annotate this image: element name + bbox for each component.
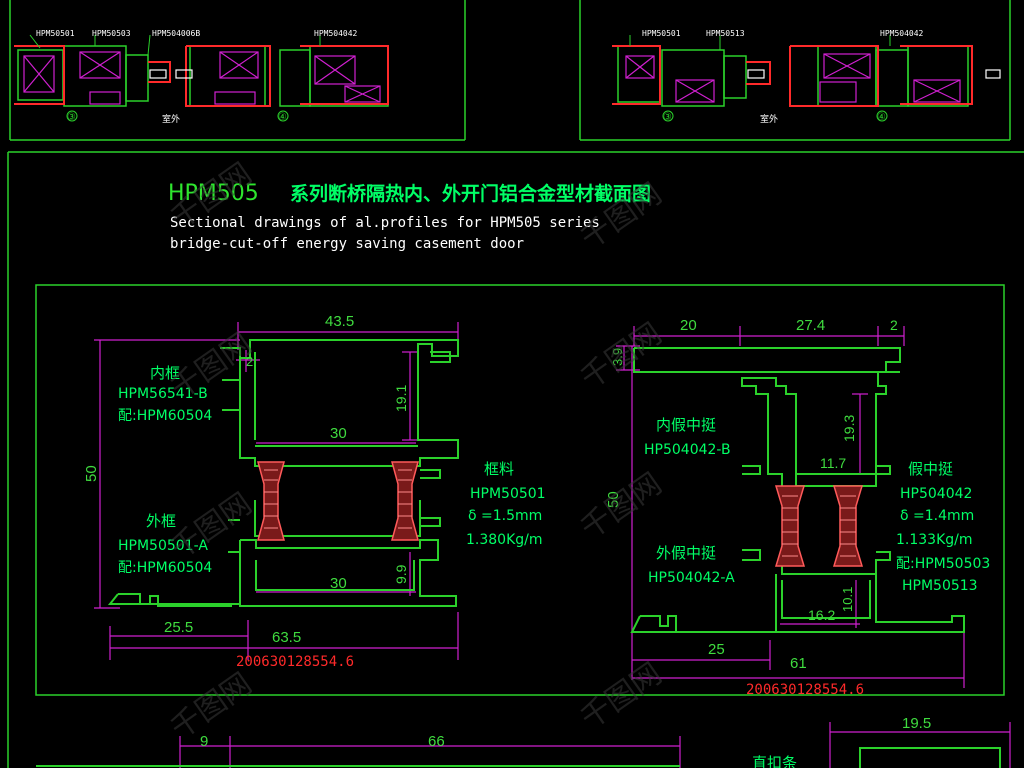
right-dim-top-height: 3.9 (610, 348, 625, 366)
right-profile-drawing: 20 27.4 2 3.9 19.3 11.7 50 16.2 10.1 25 … (605, 317, 990, 698)
left-spec-name: 框料 (484, 460, 514, 478)
left-dim-upper-width: 30 (330, 425, 347, 442)
watermark-6: 千图网 (575, 466, 669, 546)
left-dim-lower-width: 30 (330, 575, 347, 592)
right-dim-lower-width: 16.2 (808, 607, 835, 623)
watermark-5: 千图网 (165, 486, 259, 566)
tr-label-3: HPM504042 (880, 29, 924, 38)
watermark-4: 千图网 (575, 316, 669, 396)
left-dim-lower-height: 9.9 (393, 564, 409, 584)
tr-label-1: HPM50501 (642, 29, 681, 38)
left-spec-weight: 1.380Kg/m (466, 532, 543, 548)
right-spec-code: HP504042 (900, 486, 972, 502)
right-thermal-break (774, 485, 864, 567)
right-outer-false-mullion-name: 外假中挺 (656, 544, 716, 562)
title-block: HPM505 系列断桥隔热内、外开门铝合金型材截面图 Sectional dra… (168, 181, 651, 252)
left-inner-frame-name: 内框 (150, 364, 180, 382)
tl-label-1: HPM50501 (36, 29, 75, 38)
left-spec-thickness: δ =1.5mm (468, 508, 542, 524)
tr-circle-3: ③ (663, 112, 672, 123)
right-dim-left-bottom: 25 (708, 641, 725, 658)
left-inner-frame-fit: 配:HPM60504 (118, 408, 212, 424)
tr-circle-4: ④ (877, 112, 886, 123)
bottom-partial-drawing: 9 66 19.5 直扣条 (36, 715, 1011, 768)
left-dim-top-width: 43.5 (325, 313, 354, 330)
right-outer-false-mullion-code: HP504042-A (648, 570, 735, 586)
title-code: HPM505 (168, 181, 259, 206)
bottom-dim-left: 9 (200, 733, 208, 750)
tl-label-2: HPM50503 (92, 29, 131, 38)
top-left-assembly: HPM50501 HPM50503 HPM504006B HPM504042 ③… (14, 29, 389, 125)
right-spec-weight: 1.133Kg/m (896, 532, 973, 548)
top-right-assembly: HPM50501 HPM50513 HPM504042 ③ ④ 室外 (612, 29, 1001, 125)
tr-label-2: HPM50513 (706, 29, 745, 38)
bottom-dim-right: 19.5 (902, 715, 931, 732)
left-profile-drawing: 43.5 2 19.1 30 50 30 9.9 25.5 63.5 内框 HP… (83, 313, 546, 670)
left-dim-total-height: 50 (83, 465, 100, 482)
right-dim-mid-height: 19.3 (841, 415, 857, 442)
right-dim-total-height: 50 (605, 491, 622, 508)
right-dim-top-right: 2 (890, 317, 898, 333)
title-cn: 系列断桥隔热内、外开门铝合金型材截面图 (290, 182, 651, 205)
left-dim-upper-height: 19.1 (393, 385, 409, 412)
bottom-dim-mid: 66 (428, 733, 445, 750)
left-serial: 200630128554.6 (236, 654, 354, 670)
right-serial: 200630128554.6 (746, 682, 864, 698)
right-spec-name: 假中挺 (908, 460, 953, 478)
title-en-2: bridge-cut-off energy saving casement do… (170, 236, 524, 252)
right-spec-fit-1: 配:HPM50503 (896, 556, 990, 572)
left-inner-frame-code: HPM56541-B (118, 386, 208, 402)
left-dim-left-bottom: 25.5 (164, 619, 193, 636)
left-dim-total-width: 63.5 (272, 629, 301, 646)
left-outer-frame-fit: 配:HPM60504 (118, 560, 212, 576)
title-en-1: Sectional drawings of al.profiles for HP… (170, 215, 600, 231)
watermark-7: 千图网 (165, 666, 259, 746)
tl-circle-4: ④ (278, 112, 287, 123)
right-inner-false-mullion-code: HP504042-B (644, 442, 731, 458)
left-spec-code: HPM50501 (470, 486, 546, 502)
right-dim-mid-width: 11.7 (820, 455, 846, 471)
right-dim-top-mid: 27.4 (796, 317, 825, 334)
frame-lines (7, 0, 1024, 768)
right-spec-fit-2: HPM50513 (902, 578, 978, 594)
tl-outdoor: 室外 (162, 113, 180, 125)
left-outer-frame-code: HPM50501-A (118, 538, 208, 554)
left-outer-frame-name: 外框 (146, 512, 176, 530)
bottom-label: 直扣条 (752, 754, 797, 768)
tl-label-3: HPM504006B (152, 29, 200, 38)
left-dim-small-gap: 2 (246, 354, 253, 369)
watermark-8: 千图网 (575, 656, 669, 736)
tl-label-4: HPM504042 (314, 29, 358, 38)
tl-circle-3: ③ (67, 112, 76, 123)
left-thermal-break (257, 461, 419, 541)
right-inner-false-mullion-name: 内假中挺 (656, 416, 716, 434)
right-dim-top-left: 20 (680, 317, 697, 334)
right-dim-total-width: 61 (790, 655, 807, 672)
right-dim-lower-height: 10.1 (840, 587, 855, 612)
right-spec-thickness: δ =1.4mm (900, 508, 974, 524)
tr-outdoor: 室外 (760, 113, 778, 125)
